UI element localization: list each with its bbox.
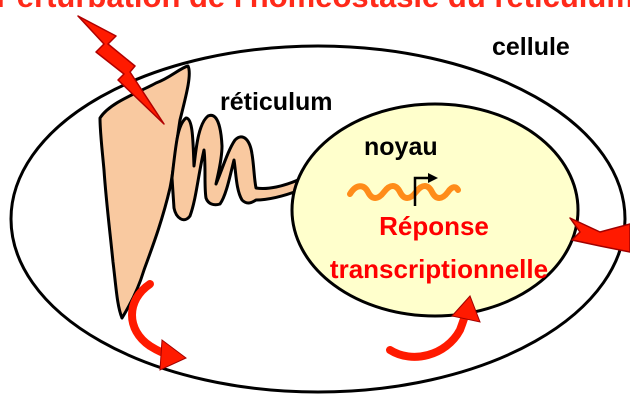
response-label-line1: Réponse xyxy=(379,211,489,241)
diagram-title: Perturbation de l'homéostasie du réticul… xyxy=(0,0,630,14)
reticulum-label: réticulum xyxy=(220,88,333,116)
nucleus-label: noyau xyxy=(364,133,438,161)
cell-label: cellule xyxy=(492,33,570,61)
response-label-line2: transcriptionnelle xyxy=(330,254,548,284)
